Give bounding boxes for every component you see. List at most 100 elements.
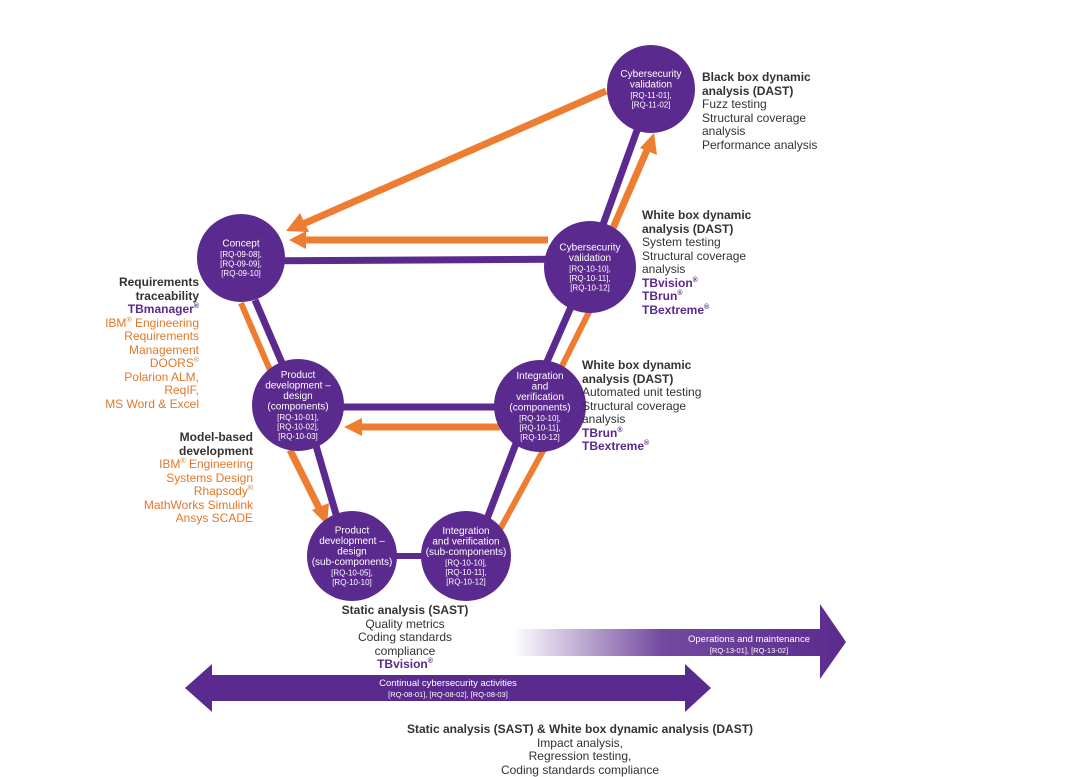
black-box-dast-label: Black box dynamic analysis (DAST) Fuzz t…: [702, 70, 818, 152]
third-party-tool: Ansys SCADE: [175, 511, 253, 525]
white-box-unit-heading-2: analysis (DAST): [582, 371, 674, 386]
third-party-tool: MS Word & Excel: [105, 396, 199, 411]
continual-title: Continual cybersecurity activities: [379, 678, 517, 689]
tool-tbextreme: TBextreme®: [582, 439, 650, 453]
arrow-design-to-design-sub-shaft: [286, 448, 324, 512]
node-requirement-ref: [RQ-10-02],: [277, 422, 319, 431]
third-party-tool: MathWorks Simulink: [143, 497, 253, 512]
node-title-line: validation: [630, 80, 672, 91]
tool-tbmanager: TBmanager®: [127, 302, 199, 316]
node-requirement-ref: [RQ-09-10]: [221, 269, 261, 278]
white-box-unit-item: analysis: [582, 412, 626, 426]
node-title-line: Product: [335, 526, 370, 537]
node-requirement-ref: [RQ-10-11],: [569, 274, 610, 283]
node-title-line: Integration: [516, 371, 563, 382]
model-based-development-label: Model-based development IBM® Engineering…: [143, 430, 253, 526]
node-title-line: (components): [509, 402, 570, 413]
third-party-tool: Polarion ALM,: [124, 369, 199, 384]
tool-tbrun: TBrun®: [582, 425, 623, 440]
third-party-tool: Requirements: [124, 329, 199, 343]
white-box-system-item: analysis: [642, 262, 686, 276]
node-title-line: Cybersecurity: [620, 69, 681, 80]
tool-tbvision: TBvision®: [377, 657, 433, 671]
node-title-line: Concept: [222, 239, 259, 250]
model-based-heading-1: Model-based: [179, 430, 253, 444]
bottom-heading: Static analysis (SAST) & White box dynam…: [406, 722, 754, 736]
third-party-tool: IBM® Engineering: [105, 315, 199, 330]
third-party-tool: ReqIF,: [164, 383, 199, 397]
model-based-heading-2: development: [178, 443, 253, 458]
node-cyber-validation-11: Cybersecurityvalidation[RQ-11-01],[RQ-11…: [607, 45, 695, 133]
arrow-validation11-to-concept-shaft: [301, 87, 608, 228]
node-requirement-ref: [RQ-10-10],: [519, 414, 561, 423]
tool-tbrun: TBrun®: [642, 289, 683, 303]
node-requirement-ref: [RQ-10-11],: [445, 568, 486, 577]
black-box-item: analysis: [702, 124, 746, 138]
bottom-item: Regression testing,: [528, 749, 632, 763]
requirements-heading-1: Requirements: [118, 275, 199, 289]
node-concept-circle: [197, 214, 285, 302]
third-party-tool: DOORS®: [149, 356, 199, 370]
white-box-unit-heading-1: White box dynamic: [582, 358, 692, 372]
purple-connectors: [242, 98, 652, 559]
static-analysis-heading: Static analysis (SAST): [341, 603, 469, 617]
arrow-validation10-to-concept-head: [289, 231, 306, 249]
black-box-item: Performance analysis: [702, 137, 818, 152]
white-box-system-item: System testing: [642, 235, 721, 249]
node-title-line: and: [532, 381, 549, 392]
white-box-system-label: White box dynamic analysis (DAST) System…: [642, 208, 752, 317]
node-integration-components-circle: [494, 360, 586, 452]
white-box-system-item: Structural coverage: [642, 248, 747, 263]
connector-integration-sub-to-integration-components-orange: [495, 436, 553, 535]
node-title-line: (sub-components): [426, 547, 507, 558]
operations-reqs: [RQ-13-01], [RQ-13-02]: [710, 646, 788, 655]
white-box-unit-item: Automated unit testing: [582, 385, 702, 399]
bottom-analysis-label: Static analysis (SAST) & White box dynam…: [380, 722, 780, 777]
arrow-integration-components-to-design-head: [344, 418, 362, 436]
node-title-line: verification: [516, 392, 564, 403]
static-analysis-item: Quality metrics: [365, 616, 445, 631]
third-party-tool: Management: [128, 342, 199, 357]
white-box-system-heading-1: White box dynamic: [642, 208, 752, 222]
operations-title: Operations and maintenance: [688, 634, 810, 645]
node-concept: Concept[RQ-09-08],[RQ-09-09],[RQ-09-10]: [197, 214, 285, 302]
continual-reqs: [RQ-08-01], [RQ-08-02], [RQ-08-03]: [388, 690, 508, 699]
node-design-subcomponents-circle: [307, 511, 397, 601]
static-analysis-item: compliance: [374, 643, 436, 658]
node-title-line: development –: [319, 536, 385, 547]
node-cyber-validation-10: Cybersecurityvalidation[RQ-10-10],[RQ-10…: [544, 221, 636, 313]
node-title-line: design: [283, 391, 312, 402]
continual-double-arrow: [185, 664, 711, 712]
node-title-line: Product: [281, 370, 316, 381]
operations-arrow: [512, 604, 846, 679]
node-title-line: validation: [569, 253, 611, 264]
arrow-validation11-to-concept-head: [286, 213, 309, 232]
node-title-line: development –: [265, 380, 331, 391]
node-title-line: design: [337, 547, 366, 558]
node-cyber-validation-10-circle: [544, 221, 636, 313]
node-requirement-ref: [RQ-10-10]: [332, 578, 372, 587]
arrow-validation10-to-validation11-shaft: [609, 148, 651, 230]
requirements-traceability-label: Requirements traceability TBmanager® IBM…: [105, 275, 199, 411]
node-requirement-ref: [RQ-10-10],: [569, 264, 611, 273]
node-title-line: (components): [267, 401, 328, 412]
black-box-item: Fuzz testing: [702, 97, 767, 111]
operations-banner: Operations and maintenance [RQ-13-01], […: [512, 604, 846, 679]
connector-concept-to-validation10: [242, 255, 591, 265]
node-title-line: Cybersecurity: [559, 242, 620, 253]
tool-tbvision: TBvision®: [642, 275, 698, 290]
black-box-heading-2: analysis (DAST): [702, 83, 794, 98]
static-analysis-label: Static analysis (SAST) Quality metrics C…: [325, 603, 485, 672]
white-box-unit-label: White box dynamic analysis (DAST) Automa…: [582, 358, 702, 454]
arrow-design-to-design-sub-head: [312, 503, 329, 525]
tool-tbextreme: TBextreme®: [642, 302, 710, 317]
node-requirement-ref: [RQ-11-01],: [630, 91, 671, 100]
continual-banner: Continual cybersecurity activities [RQ-0…: [185, 664, 711, 712]
node-cyber-validation-11-circle: [607, 45, 695, 133]
node-requirement-ref: [RQ-10-12]: [570, 283, 610, 292]
white-box-unit-item: Structural coverage: [582, 398, 687, 413]
third-party-tool: Systems Design: [166, 470, 253, 485]
